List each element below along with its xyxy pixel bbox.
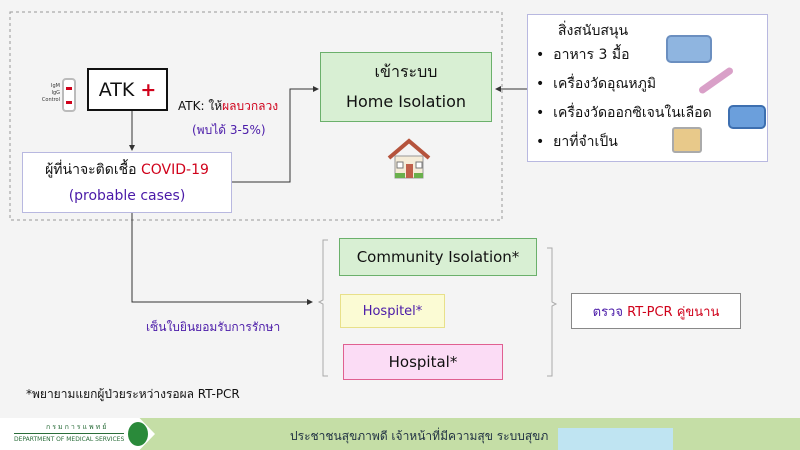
footer-illustration (558, 428, 673, 450)
rtpcr-box: ตรวจ RT-PCR คู่ขนาน (571, 293, 741, 329)
footer: กรมการแพทย์ DEPARTMENT OF MEDICAL SERVIC… (0, 418, 800, 450)
atk-positive-box: ATK + (87, 68, 168, 111)
community-isolation-box: Community Isolation* (339, 238, 537, 276)
support-title: สิ่งสนับสนุน (558, 23, 629, 39)
pulse-oximeter-icon (728, 105, 766, 129)
strip-label-control: Control (41, 97, 60, 103)
food-tray-icon (666, 35, 712, 63)
probable-cases-box: ผู้ที่น่าจะติดเชื้อ COVID-19 (probable c… (22, 152, 232, 213)
hospital-box: Hospital* (343, 344, 503, 380)
list-item: • เครื่องวัดอุณหภูมิ (536, 76, 657, 92)
atk-test-strip-icon (62, 78, 76, 112)
strip-label-igg: IgG (51, 90, 60, 96)
house-icon (387, 138, 431, 180)
footer-slogan: ประชาชนสุขภาพดี เจ้าหน้าที่มีความสุข ระบ… (290, 429, 549, 443)
false-positive-note: ATK: ให้ผลบวกลวง (178, 99, 279, 113)
false-positive-rate: (พบได้ 3-5%) (192, 123, 266, 137)
consent-text: เซ็นใบยินยอมรับการรักษา (146, 320, 281, 334)
hospitel-box: Hospitel* (340, 294, 445, 328)
atk-label: ATK (98, 78, 135, 101)
list-item: • ยาที่จำเป็น (536, 134, 618, 150)
dms-logo: กรมการแพทย์ DEPARTMENT OF MEDICAL SERVIC… (0, 418, 155, 450)
strip-label-igm: IgM (51, 83, 60, 89)
list-item: • อาหาร 3 มื้อ (536, 47, 630, 63)
support-list: • อาหาร 3 มื้อ • เครื่องวัดอุณหภูมิ • เค… (536, 41, 767, 157)
medicine-bottles-icon (672, 127, 702, 153)
support-box: สิ่งสนับสนุน • อาหาร 3 มื้อ • เครื่องวัด… (527, 14, 768, 162)
dms-emblem-icon (128, 422, 148, 446)
atk-strip-labels: IgM IgG Control (40, 78, 60, 112)
footnote: *พยายามแยกผู้ป่วยระหว่างรอผล RT-PCR (26, 387, 240, 401)
atk-plus: + (140, 78, 157, 101)
list-item: • เครื่องวัดออกซิเจนในเลือด (536, 105, 712, 121)
